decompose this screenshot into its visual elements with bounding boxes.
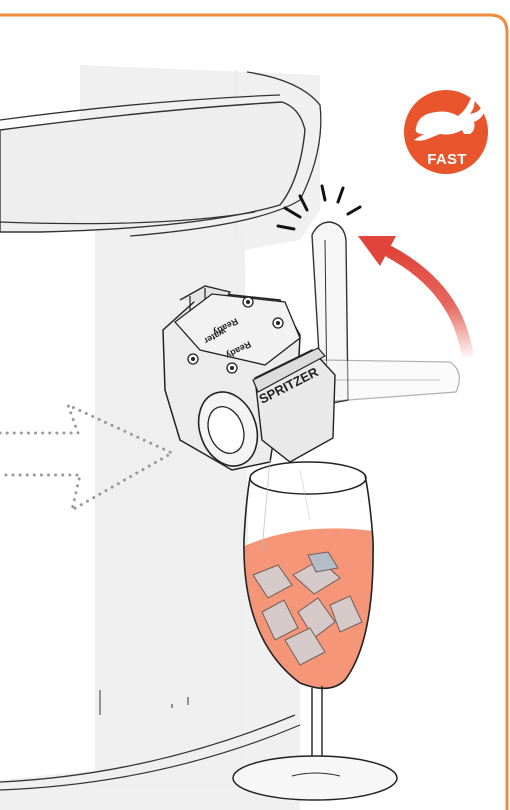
pour-stream: [262, 460, 270, 550]
red-curved-arrow: [358, 236, 468, 360]
ghost-lever: [320, 360, 459, 402]
fast-badge-label: FAST: [407, 151, 487, 168]
glass-stem: [312, 686, 322, 765]
glass-base: [233, 756, 397, 800]
